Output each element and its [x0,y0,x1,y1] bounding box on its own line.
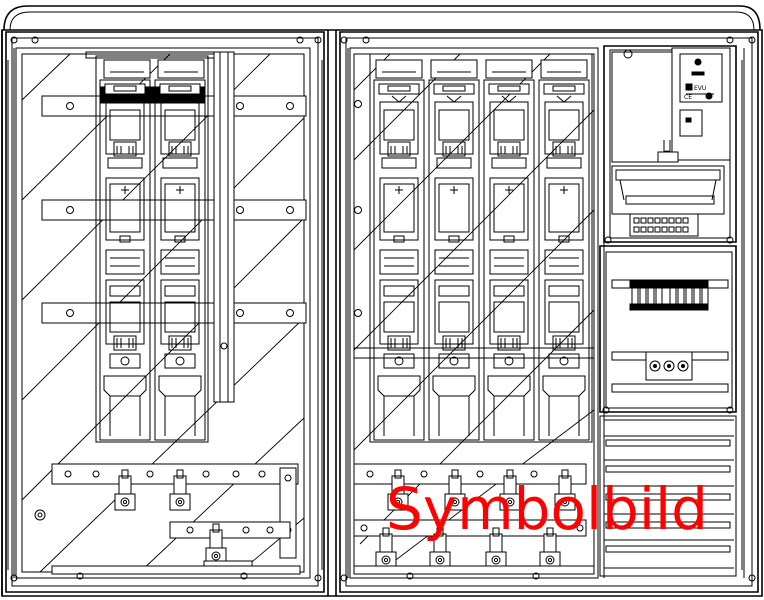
meter-panel: EVU CE [604,46,736,243]
right-fuse-group [370,54,592,442]
left-section [6,32,324,592]
left-fuse-group [96,56,208,442]
housing [2,6,762,596]
meter-brand-label: EVU [694,85,706,92]
meter-terminal-block-holes [634,218,688,232]
meter-ce-mark: CE [684,94,692,101]
right-busbars [354,101,594,359]
symbolbild-watermark: Symbolbild [386,475,708,543]
left-lower-terminals [52,464,300,579]
cover-plates [600,416,736,576]
right-lower-terminals [354,464,594,579]
distribution-panel [600,246,736,413]
